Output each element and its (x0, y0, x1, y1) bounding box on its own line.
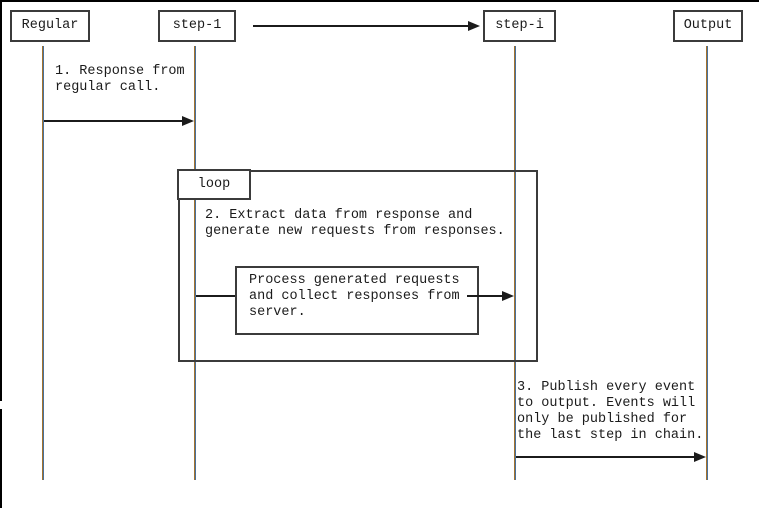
process-box: Process generated requests and collect r… (235, 266, 479, 335)
loop-label: loop (197, 177, 231, 192)
participant-box-step-1: step-1 (158, 10, 236, 42)
participant-box-output: Output (673, 10, 743, 42)
message-1-text: 1. Response from regular call. (55, 64, 185, 95)
process-box-text: Process generated requests and collect r… (249, 273, 460, 320)
process-arrow-head-icon (502, 291, 514, 301)
process-connector-line (196, 295, 235, 297)
message-1-arrow-line (44, 120, 184, 122)
message-3-arrow-head-icon (694, 452, 706, 462)
lifeline-output (706, 46, 708, 480)
loop-fragment-box (178, 170, 538, 362)
frame-left-border-upper (0, 0, 2, 401)
lifeline-regular (42, 46, 44, 480)
participant-label-step-1: step-1 (172, 18, 222, 33)
message-1-arrow-head-icon (182, 116, 194, 126)
frame-left-border-lower (0, 409, 2, 508)
lifeline-step-i (514, 46, 516, 480)
chain-arrow-head-icon (468, 21, 480, 31)
lifeline-step-1 (194, 46, 196, 480)
participant-label-output: Output (683, 18, 733, 33)
participant-label-regular: Regular (21, 18, 79, 33)
loop-label-box: loop (177, 169, 251, 200)
message-2-text: 2. Extract data from response and genera… (205, 208, 505, 239)
chain-arrow-line (253, 25, 468, 27)
participant-label-step-i: step-i (495, 18, 544, 33)
message-3-arrow-line (516, 456, 694, 458)
participant-box-regular: Regular (10, 10, 90, 42)
participant-box-step-i: step-i (483, 10, 556, 42)
frame-top-border (0, 0, 759, 2)
message-3-text: 3. Publish every event to output. Events… (517, 380, 704, 443)
process-arrow-line (467, 295, 502, 297)
